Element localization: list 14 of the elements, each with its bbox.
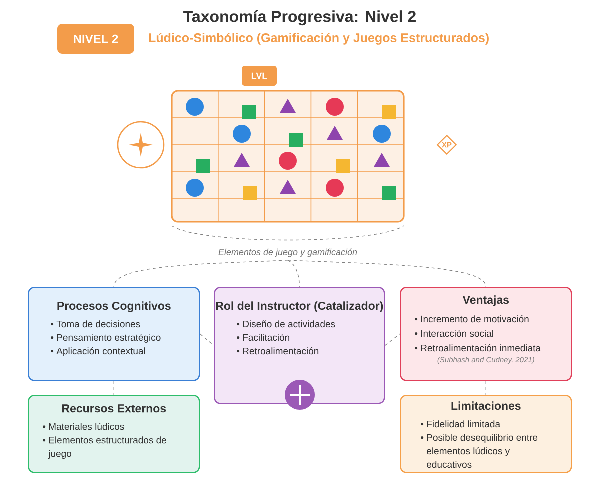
level-badge: NIVEL 2 [58,24,134,54]
info-card: Rol del Instructor (Catalizador) • Diseño de actividades • Facilitación • Retroalimentación [214,287,386,404]
connector [114,260,288,288]
subtitle: Lúdico-Simbólico (Gamificación y Juegos Estructurados) [149,33,489,45]
info-card: Recursos Externos • Materiales lúdicos • Elementos estructurados de juego [28,395,200,474]
connector [200,334,214,346]
info-card: Procesos Cognitivos • Toma de decisiones • Pensamiento estratégico • Aplicación contextual [28,287,200,382]
level-badge: LVL [242,66,277,86]
caption: Elementos de juego y gamificación [218,248,358,258]
connector [288,260,300,288]
info-card: Limitaciones • Fidelidad limitada • Posible desequilibrio entre elementos lúdicos y educativos [400,395,572,474]
connector [288,260,486,288]
connector [384,334,400,346]
title: Taxonomía Progresiva: Nivel 2 [184,10,416,26]
